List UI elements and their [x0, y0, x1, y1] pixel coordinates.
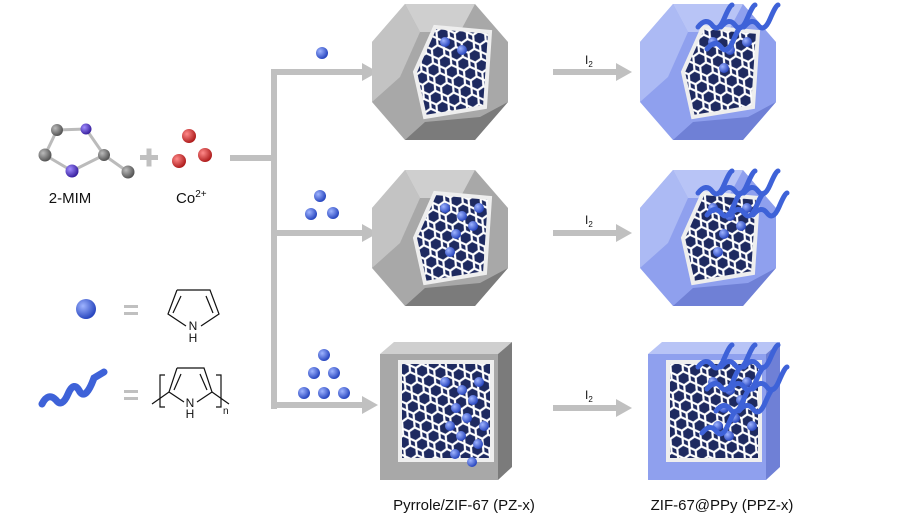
pz-crystal-row1 — [372, 4, 508, 140]
pyrrole-in-pore — [479, 421, 489, 431]
pyrrole-in-pore — [473, 439, 483, 449]
ppy-chain — [695, 2, 735, 31]
pyrrole-in-pore — [719, 229, 729, 239]
ppz-crystal-row1 — [640, 2, 781, 140]
ppy-chain — [699, 408, 739, 437]
oxidant-label-1: I2 — [585, 53, 593, 69]
ligand-label: 2-MIM — [49, 190, 92, 207]
oxidation-arrows — [553, 63, 632, 417]
equals-sign — [124, 305, 138, 315]
ppy-chain — [704, 364, 744, 393]
pyrrole-in-pore — [457, 45, 467, 55]
branch-lines — [230, 63, 378, 414]
polymer-h: H — [186, 407, 195, 421]
cobalt-ions — [172, 129, 212, 168]
pyrrole-in-pore — [440, 37, 450, 47]
ppy-chain — [704, 24, 744, 53]
plus-sign — [140, 148, 158, 167]
pz-crystal-row2 — [372, 170, 508, 306]
oxidant-label-2: I2 — [585, 213, 593, 229]
pyrrole-in-pore — [713, 247, 723, 257]
equals-sign-2 — [124, 390, 138, 400]
ppy-chain — [741, 2, 781, 31]
pyrrole-in-pore — [742, 37, 752, 47]
pyrrole-in-pore — [468, 221, 478, 231]
pyrrole-in-pore — [440, 203, 450, 213]
polypyrrole-chain-icon — [38, 368, 108, 408]
ppy-chain — [736, 386, 776, 415]
pyrrole-row2 — [305, 190, 339, 220]
pyrrole-in-pore — [468, 395, 478, 405]
oxidant-label-3: I2 — [585, 388, 593, 404]
caption-ppz: ZIF-67@PPy (PPZ-x) — [651, 497, 794, 514]
ppy-chain — [750, 190, 790, 219]
pyrrole-in-pore — [457, 211, 467, 221]
pyrrole-in-pore — [451, 403, 461, 413]
pyrrole-in-pore — [457, 385, 467, 395]
pyrrole-in-pore — [456, 431, 466, 441]
pyrrole-row3 — [298, 349, 350, 399]
pz-crystal-row3 — [380, 342, 512, 480]
pyrrole-in-pore — [736, 221, 746, 231]
polypyrrole-structure — [151, 367, 230, 408]
metal-label: Co2+ — [176, 189, 207, 207]
polymer-n-subscript: n — [223, 406, 229, 417]
pyrrole-row1 — [316, 47, 328, 59]
2-mim-molecule — [38, 123, 135, 179]
pyrrole-in-pore — [450, 449, 460, 459]
pyrrole-in-pore — [747, 421, 757, 431]
pyrrole-in-pore — [724, 431, 734, 441]
pyrrole-in-pore — [445, 421, 455, 431]
ppz-crystal-row2 — [640, 168, 790, 306]
pyrrole-in-pore — [474, 377, 484, 387]
monomer-n: N — [189, 319, 198, 333]
pyrrole-in-pore — [445, 247, 455, 257]
ppy-chain — [695, 342, 735, 371]
monomer-h: H — [189, 331, 198, 345]
pyrrole-sphere-icon — [76, 299, 96, 319]
polymer-n: N — [186, 396, 195, 410]
pyrrole-in-pore — [467, 457, 477, 467]
ppy-chain — [695, 168, 735, 197]
pyrrole-in-pore — [719, 63, 729, 73]
pyrrole-in-pore — [440, 377, 450, 387]
ppy-chain — [704, 190, 744, 219]
caption-pz: Pyrrole/ZIF-67 (PZ-x) — [393, 497, 535, 514]
pyrrole-in-pore — [474, 203, 484, 213]
pyrrole-in-pore — [462, 413, 472, 423]
ppz-crystal-row3 — [648, 342, 790, 480]
pyrrole-in-pore — [451, 229, 461, 239]
ppy-chain — [727, 190, 767, 219]
pyrrole-structure — [167, 289, 220, 327]
